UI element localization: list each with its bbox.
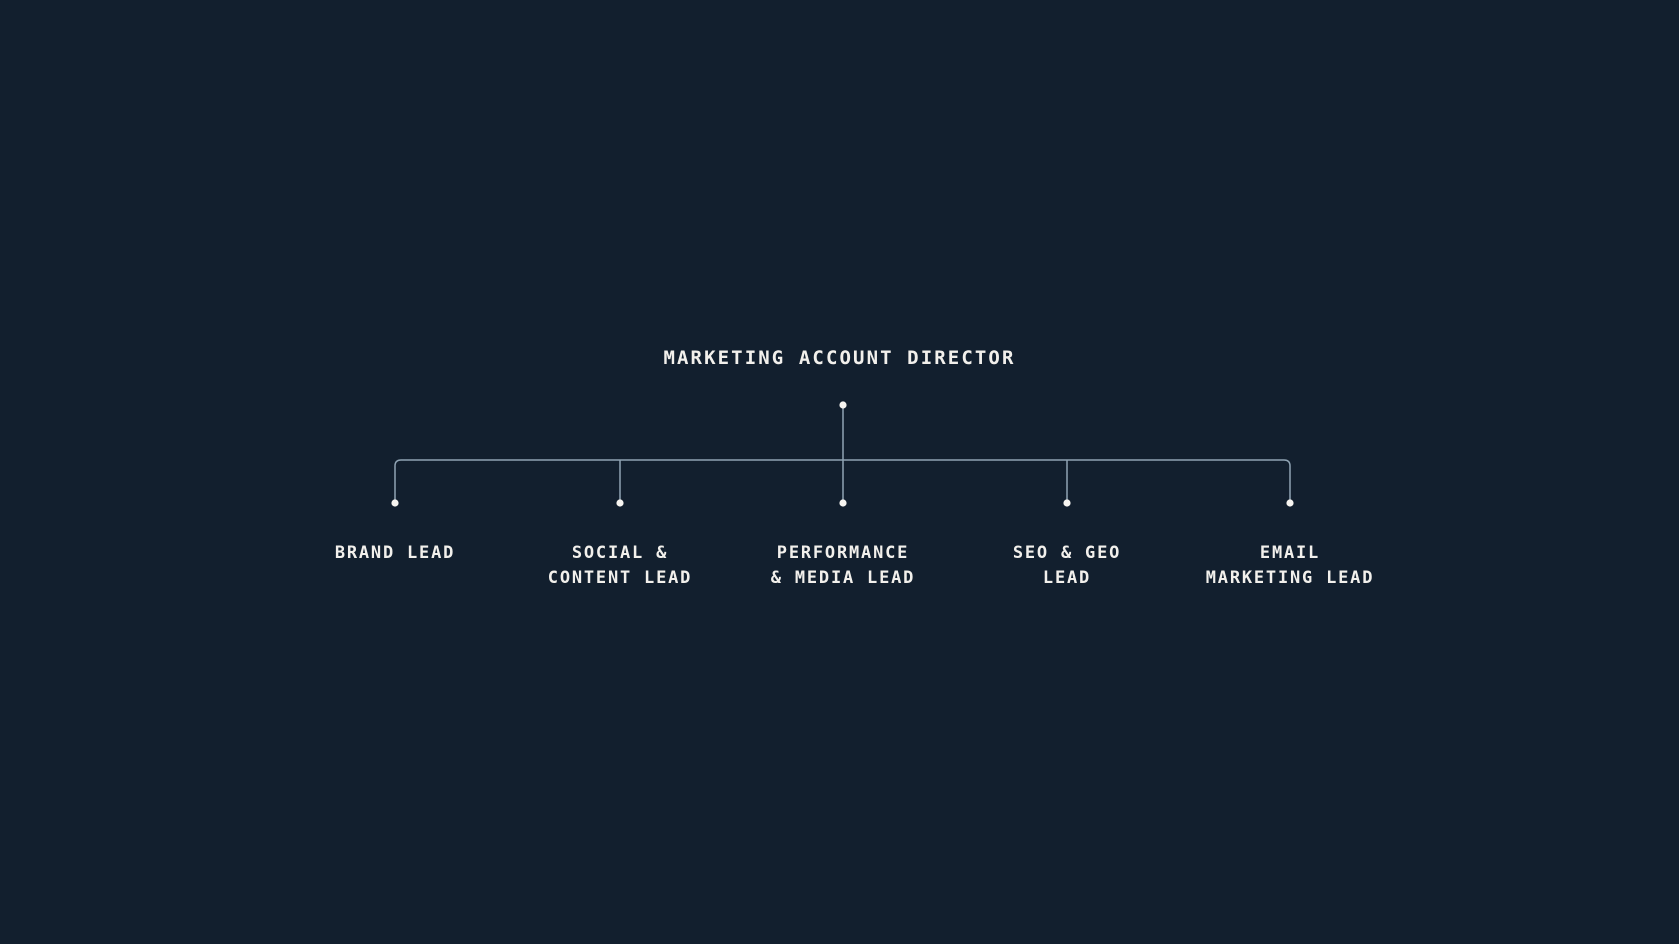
child-node-label: SEO & GEO LEAD: [1012, 543, 1122, 588]
node-dot-root: [839, 401, 847, 409]
child-node-label: EMAIL MARKETING LEAD: [1205, 543, 1375, 588]
node-dot-child-0: [391, 499, 399, 507]
node-dot-child-3: [1063, 499, 1071, 507]
child-node-label: SOCIAL & CONTENT LEAD: [547, 543, 693, 588]
horizontal-bus: [394, 459, 1291, 467]
node-dot-child-1: [616, 499, 624, 507]
node-dot-child-4: [1286, 499, 1294, 507]
child-node-label: BRAND LEAD: [334, 543, 456, 563]
child-node-label: PERFORMANCE & MEDIA LEAD: [770, 543, 916, 588]
root-node-label: MARKETING ACCOUNT DIRECTOR: [663, 347, 1016, 369]
node-dot-child-2: [839, 499, 847, 507]
